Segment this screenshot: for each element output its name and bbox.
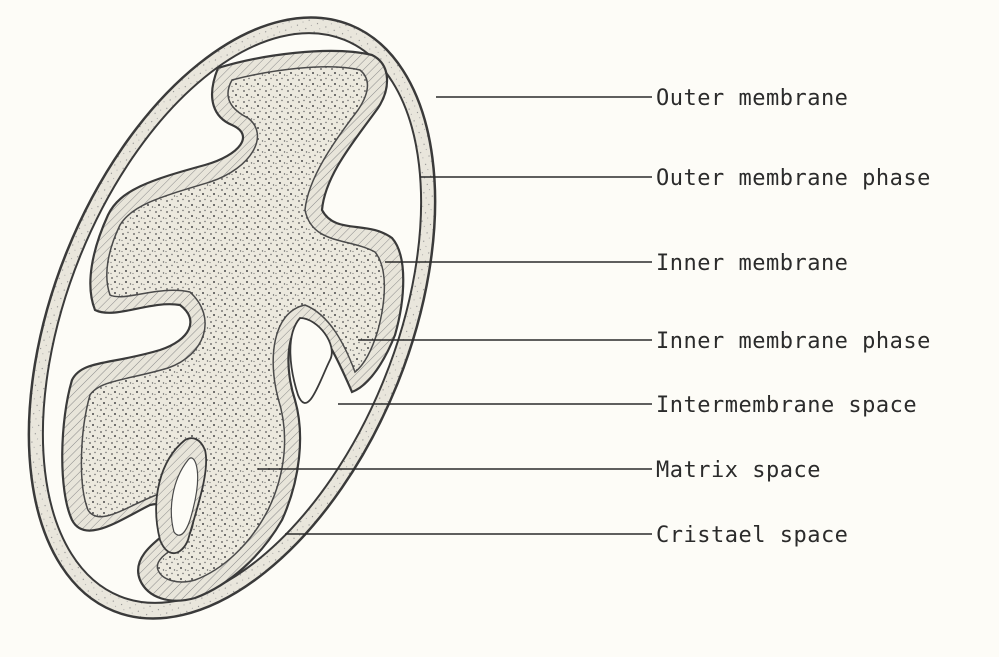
- label-matrix-space: Matrix space: [656, 460, 821, 482]
- label-inner-membrane-phase: Inner membrane phase: [656, 331, 931, 353]
- label-intermembrane-space: Intermembrane space: [656, 395, 917, 417]
- label-outer-membrane: Outer membrane: [656, 88, 848, 110]
- label-outer-membrane-phase: Outer membrane phase: [656, 168, 931, 190]
- label-inner-membrane: Inner membrane: [656, 253, 848, 275]
- label-cristael-space: Cristael space: [656, 525, 848, 547]
